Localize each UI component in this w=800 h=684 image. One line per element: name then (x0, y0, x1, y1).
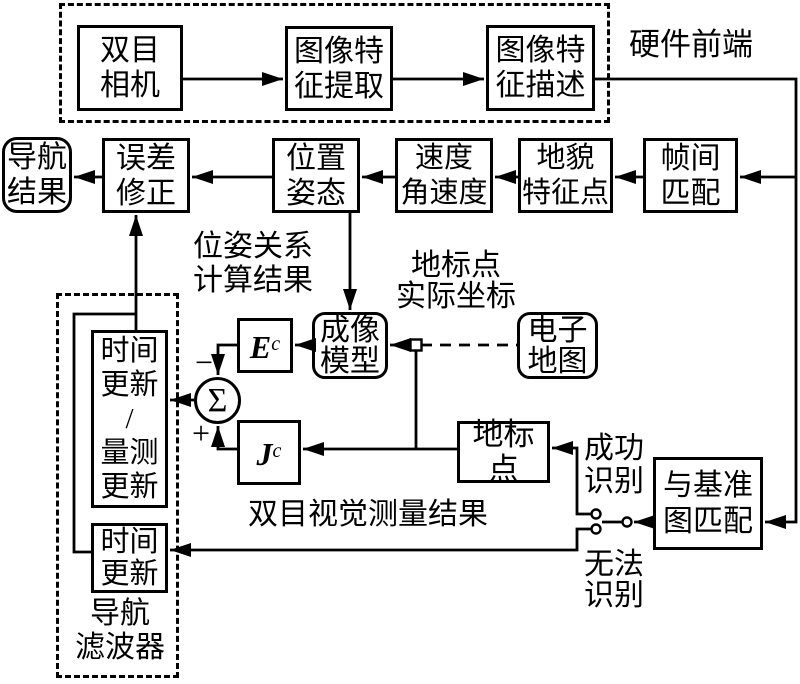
arrow-jc-to-sum (211, 426, 237, 451)
label-minus-sign: − (194, 344, 214, 380)
jc-superscript: c (272, 440, 282, 462)
node-electronic-map: 电子 地图 (517, 312, 598, 379)
label-pose-relation: 位姿关系 计算结果 (193, 230, 313, 297)
node-position-attitude: 位置 姿态 (272, 138, 360, 213)
node-feature-extract: 图像特 征提取 (285, 26, 393, 111)
ec-superscript: c (271, 333, 281, 355)
jc-base: J (256, 436, 273, 472)
switch-contact-upper (590, 508, 602, 520)
node-ref-map-match: 与基准 图匹配 (653, 457, 763, 550)
node-time-update: 时间 更新 (91, 523, 168, 593)
node-frame-match: 帧间 匹配 (643, 138, 738, 213)
node-terrain-points: 地貌 特征点 (518, 138, 613, 213)
nav-filter-group-box (56, 293, 179, 678)
node-jc-matrix: Jc (237, 420, 301, 485)
node-kf-update: 时间 更新 / 量测 更新 (91, 330, 168, 508)
node-nav-result: 导航 结果 (2, 137, 72, 213)
label-stereo-result: 双目视觉测量结果 (248, 498, 488, 531)
label-nav-filter: 导航 滤波器 (75, 597, 165, 664)
arrow-switch-to-timeupdate (170, 527, 592, 557)
node-feature-describe: 图像特 征描述 (486, 25, 595, 111)
node-stereo-camera: 双目 相机 (77, 25, 183, 111)
switch-pivot (621, 516, 633, 528)
arrow-ec-to-sum (211, 343, 237, 375)
label-landmark-coords: 地标点 实际坐标 (396, 249, 516, 313)
node-imaging-model: 成像 模型 (312, 312, 388, 379)
hardware-frontend-group-box (59, 3, 610, 123)
ec-base: E (249, 329, 272, 365)
label-fail-recognition: 无法 识别 (584, 548, 644, 612)
square-connector (409, 338, 423, 352)
label-success-recognition: 成功 识别 (584, 432, 644, 498)
label-hardware-frontend: 硬件前端 (629, 27, 753, 62)
node-ec-matrix: Ec (237, 318, 293, 373)
node-error-correction: 误差 修正 (102, 138, 190, 213)
node-velocity: 速度 角速度 (395, 138, 493, 213)
switch-contact-lower (590, 523, 602, 535)
label-plus-sign: + (191, 415, 211, 451)
node-sum-junction: Σ (194, 377, 241, 424)
node-landmark: 地标点 (457, 417, 550, 487)
